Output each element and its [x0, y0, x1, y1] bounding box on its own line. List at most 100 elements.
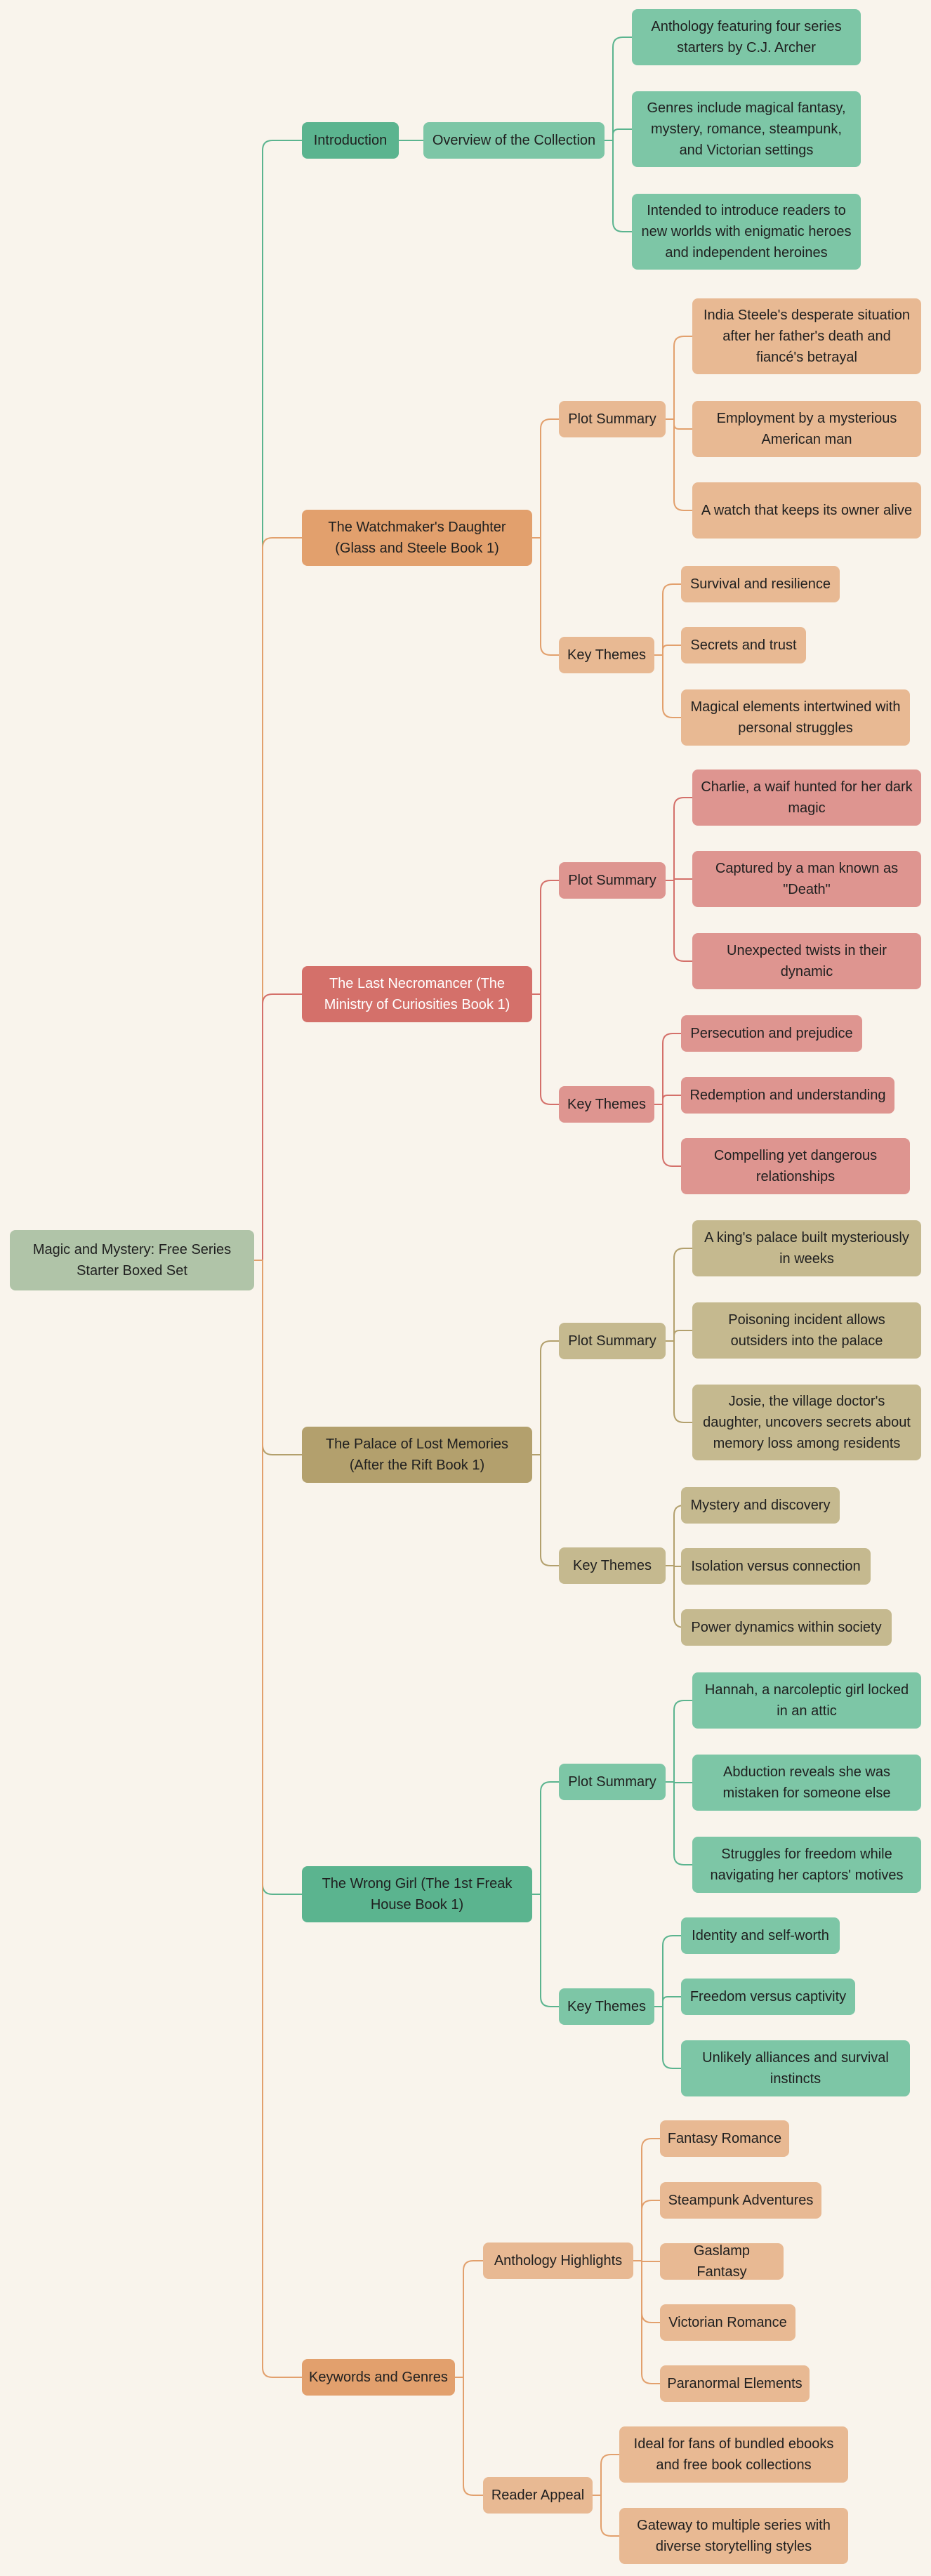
- leaf-poisoning-incident-allows-outsiders-into[interactable]: Poisoning incident allows outsiders into…: [692, 1302, 921, 1359]
- leaf-redemption-and-understanding-label: Redemption and understanding: [689, 1088, 886, 1103]
- leaf-power-dynamics-within-society[interactable]: Power dynamics within society: [681, 1609, 892, 1646]
- leaf-magical-elements-intertwined-with-person[interactable]: Magical elements intertwined with person…: [681, 689, 910, 746]
- leaf-gateway-to-multiple-series-with-diverse-[interactable]: Gateway to multiple series with diverse …: [619, 2508, 848, 2564]
- subtopic-plot-summary[interactable]: Plot Summary: [559, 1764, 666, 1800]
- connector-line: [633, 2138, 660, 2261]
- leaf-isolation-versus-connection[interactable]: Isolation versus connection: [681, 1548, 871, 1585]
- leaf-anthology-featuring-four-series-starters-label: Anthology featuring four series starters…: [651, 19, 842, 55]
- leaf-hannah-a-narcoleptic-girl-locked-in-an-a-label: Hannah, a narcoleptic girl locked in an …: [704, 1682, 909, 1719]
- leaf-mystery-and-discovery[interactable]: Mystery and discovery: [681, 1487, 840, 1524]
- leaf-gateway-to-multiple-series-with-diverse--label: Gateway to multiple series with diverse …: [637, 2518, 831, 2554]
- connector-line: [254, 537, 302, 1261]
- leaf-abduction-reveals-she-was-mistaken-for-s[interactable]: Abduction reveals she was mistaken for s…: [692, 1755, 921, 1811]
- connector-line: [666, 1700, 692, 1783]
- subtopic-overview-of-the-collection[interactable]: Overview of the Collection: [423, 122, 605, 159]
- connector-line: [532, 993, 559, 1105]
- connector-line: [654, 2006, 681, 2069]
- subtopic-plot-summary-label: Plot Summary: [568, 1333, 656, 1349]
- subtopic-reader-appeal[interactable]: Reader Appeal: [483, 2477, 593, 2514]
- leaf-anthology-featuring-four-series-starters[interactable]: Anthology featuring four series starters…: [632, 9, 861, 65]
- leaf-a-watch-that-keeps-its-owner-alive[interactable]: A watch that keeps its owner alive: [692, 482, 921, 539]
- subtopic-plot-summary[interactable]: Plot Summary: [559, 1323, 666, 1359]
- connector-line: [666, 418, 692, 511]
- leaf-paranormal-elements[interactable]: Paranormal Elements: [660, 2365, 810, 2402]
- leaf-india-steele-s-desperate-situation-after-label: India Steele's desperate situation after…: [703, 308, 910, 365]
- leaf-redemption-and-understanding[interactable]: Redemption and understanding: [681, 1077, 894, 1114]
- leaf-gaslamp-fantasy[interactable]: Gaslamp Fantasy: [660, 2243, 784, 2280]
- leaf-genres-include-magical-fantasy-mystery-r[interactable]: Genres include magical fantasy, mystery,…: [632, 91, 861, 167]
- leaf-struggles-for-freedom-while-navigating-h[interactable]: Struggles for freedom while navigating h…: [692, 1837, 921, 1893]
- connector-line: [633, 2260, 660, 2323]
- connector-line: [666, 878, 692, 881]
- leaf-unexpected-twists-in-their-dynamic[interactable]: Unexpected twists in their dynamic: [692, 933, 921, 989]
- branch-the-palace-of-lost-memories-after-the-ri[interactable]: The Palace of Lost Memories (After the R…: [302, 1427, 532, 1483]
- leaf-fantasy-romance-label: Fantasy Romance: [667, 2131, 782, 2146]
- subtopic-key-themes[interactable]: Key Themes: [559, 1086, 654, 1123]
- leaf-abduction-reveals-she-was-mistaken-for-s-label: Abduction reveals she was mistaken for s…: [722, 1764, 891, 1801]
- leaf-survival-and-resilience[interactable]: Survival and resilience: [681, 566, 840, 602]
- branch-the-wrong-girl-the-1st-freak-house-book-[interactable]: The Wrong Girl (The 1st Freak House Book…: [302, 1866, 532, 1922]
- connector-line: [633, 2200, 660, 2261]
- subtopic-anthology-highlights-label: Anthology Highlights: [494, 2253, 623, 2268]
- leaf-persecution-and-prejudice[interactable]: Persecution and prejudice: [681, 1015, 862, 1052]
- leaf-josie-the-village-doctor-s-daughter-unco[interactable]: Josie, the village doctor's daughter, un…: [692, 1385, 921, 1460]
- leaf-secrets-and-trust[interactable]: Secrets and trust: [681, 627, 806, 663]
- subtopic-plot-summary-label: Plot Summary: [568, 411, 656, 427]
- leaf-survival-and-resilience-label: Survival and resilience: [689, 576, 831, 592]
- leaf-a-king-s-palace-built-mysteriously-in-we[interactable]: A king's palace built mysteriously in we…: [692, 1220, 921, 1276]
- root-node-label: Magic and Mystery: Free Series Starter B…: [32, 1242, 232, 1279]
- connector-line: [254, 993, 302, 1261]
- connector-line: [254, 1260, 302, 1895]
- leaf-identity-and-self-worth[interactable]: Identity and self-worth: [681, 1917, 840, 1954]
- leaf-captured-by-a-man-known-as-death[interactable]: Captured by a man known as "Death": [692, 851, 921, 907]
- leaf-victorian-romance[interactable]: Victorian Romance: [660, 2304, 795, 2341]
- connector-line: [654, 654, 681, 718]
- connector-line: [666, 418, 692, 430]
- connector-line: [605, 37, 632, 141]
- connector-line: [666, 1781, 692, 1865]
- root-node[interactable]: Magic and Mystery: Free Series Starter B…: [10, 1230, 254, 1290]
- leaf-unlikely-alliances-and-survival-instinct[interactable]: Unlikely alliances and survival instinct…: [681, 2040, 910, 2096]
- subtopic-key-themes[interactable]: Key Themes: [559, 637, 654, 673]
- leaf-isolation-versus-connection-label: Isolation versus connection: [691, 1559, 861, 1574]
- connector-line: [605, 128, 632, 141]
- connector-line: [654, 1996, 681, 2007]
- leaf-fantasy-romance[interactable]: Fantasy Romance: [660, 2120, 789, 2157]
- leaf-secrets-and-trust-label: Secrets and trust: [690, 638, 797, 653]
- leaf-charlie-a-waif-hunted-for-her-dark-magic[interactable]: Charlie, a waif hunted for her dark magi…: [692, 770, 921, 826]
- leaf-freedom-versus-captivity[interactable]: Freedom versus captivity: [681, 1979, 855, 2015]
- leaf-ideal-for-fans-of-bundled-ebooks-and-fre[interactable]: Ideal for fans of bundled ebooks and fre…: [619, 2426, 848, 2483]
- subtopic-plot-summary-label: Plot Summary: [568, 1774, 656, 1790]
- leaf-gaslamp-fantasy-label: Gaslamp Fantasy: [693, 2243, 751, 2280]
- connector-line: [654, 1033, 681, 1105]
- branch-keywords-and-genres[interactable]: Keywords and Genres: [302, 2359, 455, 2396]
- branch-the-watchmaker-s-daughter-glass-and-stee[interactable]: The Watchmaker's Daughter (Glass and Ste…: [302, 510, 532, 566]
- leaf-intended-to-introduce-readers-to-new-wor-label: Intended to introduce readers to new wor…: [641, 203, 852, 260]
- leaf-persecution-and-prejudice-label: Persecution and prejudice: [690, 1026, 853, 1041]
- subtopic-key-themes-label: Key Themes: [573, 1558, 652, 1573]
- leaf-victorian-romance-label: Victorian Romance: [668, 2315, 787, 2330]
- leaf-india-steele-s-desperate-situation-after[interactable]: India Steele's desperate situation after…: [692, 298, 921, 374]
- subtopic-anthology-highlights[interactable]: Anthology Highlights: [483, 2243, 633, 2279]
- branch-the-last-necromancer-the-ministry-of-cur[interactable]: The Last Necromancer (The Ministry of Cu…: [302, 966, 532, 1022]
- leaf-compelling-yet-dangerous-relationships[interactable]: Compelling yet dangerous relationships: [681, 1138, 910, 1194]
- leaf-steampunk-adventures[interactable]: Steampunk Adventures: [660, 2182, 821, 2219]
- leaf-unlikely-alliances-and-survival-instinct-label: Unlikely alliances and survival instinct…: [702, 2050, 889, 2087]
- subtopic-overview-of-the-collection-label: Overview of the Collection: [432, 133, 596, 148]
- leaf-intended-to-introduce-readers-to-new-wor[interactable]: Intended to introduce readers to new wor…: [632, 194, 861, 270]
- subtopic-plot-summary[interactable]: Plot Summary: [559, 862, 666, 899]
- leaf-magical-elements-intertwined-with-person-label: Magical elements intertwined with person…: [690, 699, 901, 736]
- subtopic-plot-summary[interactable]: Plot Summary: [559, 401, 666, 437]
- branch-the-wrong-girl-the-1st-freak-house-book--label: The Wrong Girl (The 1st Freak House Book…: [322, 1876, 513, 1913]
- subtopic-key-themes[interactable]: Key Themes: [559, 1547, 666, 1584]
- connector-line: [455, 2377, 483, 2496]
- subtopic-reader-appeal-label: Reader Appeal: [491, 2488, 585, 2503]
- leaf-employment-by-a-mysterious-american-man-label: Employment by a mysterious American man: [716, 411, 897, 447]
- leaf-mystery-and-discovery-label: Mystery and discovery: [690, 1498, 831, 1513]
- branch-introduction[interactable]: Introduction: [302, 122, 399, 159]
- connector-line: [254, 1260, 302, 2378]
- subtopic-key-themes[interactable]: Key Themes: [559, 1988, 654, 2025]
- leaf-ideal-for-fans-of-bundled-ebooks-and-fre-label: Ideal for fans of bundled ebooks and fre…: [633, 2436, 834, 2473]
- leaf-hannah-a-narcoleptic-girl-locked-in-an-a[interactable]: Hannah, a narcoleptic girl locked in an …: [692, 1672, 921, 1729]
- leaf-employment-by-a-mysterious-american-man[interactable]: Employment by a mysterious American man: [692, 401, 921, 457]
